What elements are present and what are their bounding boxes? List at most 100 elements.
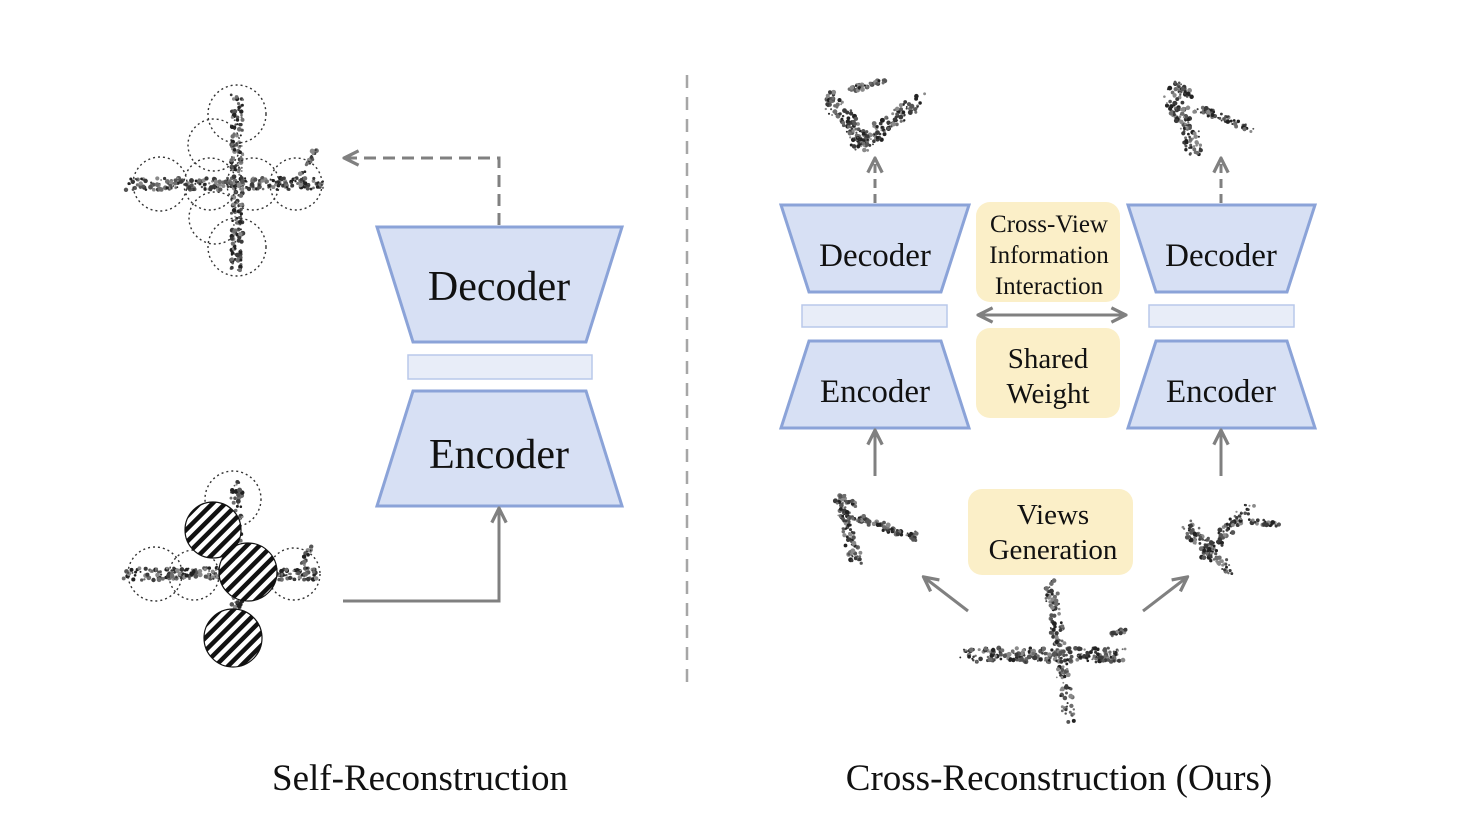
point — [1217, 562, 1222, 566]
point — [843, 506, 846, 510]
point — [1244, 503, 1247, 507]
point — [1197, 130, 1200, 133]
point — [853, 504, 858, 509]
point — [895, 106, 900, 111]
point — [218, 187, 223, 192]
point — [285, 573, 288, 577]
point — [178, 179, 184, 184]
point — [851, 540, 857, 546]
point — [1063, 684, 1069, 690]
point — [232, 148, 237, 152]
point — [197, 572, 203, 578]
point — [825, 102, 830, 107]
point — [123, 187, 129, 192]
point — [1041, 652, 1044, 655]
point — [1069, 654, 1074, 659]
point — [1085, 650, 1090, 655]
point — [1112, 657, 1115, 660]
point — [863, 84, 866, 87]
point — [831, 89, 837, 95]
point — [1194, 140, 1199, 145]
point — [827, 112, 831, 115]
point — [234, 142, 239, 147]
point — [280, 578, 283, 581]
point — [232, 181, 236, 185]
point — [303, 170, 307, 174]
point — [1251, 518, 1255, 522]
point — [879, 117, 885, 123]
point — [872, 139, 876, 143]
cross-view-line2: Information — [989, 242, 1109, 269]
point — [303, 181, 306, 185]
point — [239, 505, 243, 509]
point — [208, 570, 211, 572]
point — [1198, 537, 1202, 541]
point — [1072, 708, 1076, 711]
point — [239, 109, 244, 114]
point — [237, 166, 241, 169]
point — [1206, 536, 1210, 540]
point — [828, 91, 832, 95]
point — [214, 569, 217, 571]
point — [850, 548, 856, 554]
point — [1065, 691, 1068, 695]
point — [1099, 655, 1104, 660]
point — [1050, 598, 1054, 601]
point — [859, 516, 862, 519]
point — [284, 568, 289, 572]
point — [315, 185, 320, 189]
point — [991, 647, 996, 653]
point — [1184, 535, 1190, 540]
point — [918, 101, 922, 105]
point — [311, 570, 316, 574]
right-encoder-label: Encoder — [1166, 374, 1276, 410]
point — [173, 571, 176, 574]
point — [200, 185, 204, 189]
point — [851, 129, 855, 133]
point — [239, 134, 242, 137]
point — [1196, 108, 1199, 111]
point — [865, 130, 869, 134]
point — [1036, 659, 1039, 662]
point — [840, 497, 845, 502]
point — [891, 112, 895, 116]
point — [892, 117, 897, 122]
point — [238, 264, 243, 270]
point — [1024, 660, 1027, 664]
point — [307, 184, 309, 187]
point — [1184, 136, 1188, 140]
point — [1217, 527, 1223, 533]
point — [1209, 551, 1213, 555]
point — [1063, 658, 1067, 663]
point — [231, 500, 236, 505]
point — [886, 120, 891, 125]
point — [232, 132, 236, 136]
point — [1243, 511, 1247, 515]
encoder-label: Encoder — [429, 432, 569, 478]
point — [1276, 522, 1281, 527]
point — [236, 126, 242, 132]
point — [1173, 118, 1179, 124]
point — [1002, 653, 1008, 659]
point — [134, 570, 138, 574]
point — [885, 522, 891, 528]
point — [143, 578, 146, 581]
point — [1170, 90, 1175, 95]
point — [229, 158, 234, 163]
point — [229, 602, 235, 607]
point — [172, 566, 176, 570]
point — [1214, 556, 1220, 561]
point — [1192, 110, 1197, 114]
point — [851, 517, 855, 521]
point — [197, 178, 202, 183]
point — [239, 228, 242, 231]
point — [875, 519, 878, 522]
point — [907, 533, 912, 538]
point — [1221, 536, 1225, 540]
point — [238, 193, 244, 198]
point — [235, 483, 238, 486]
point — [235, 118, 240, 122]
point — [1058, 671, 1062, 675]
point — [852, 137, 855, 140]
point — [835, 105, 839, 109]
